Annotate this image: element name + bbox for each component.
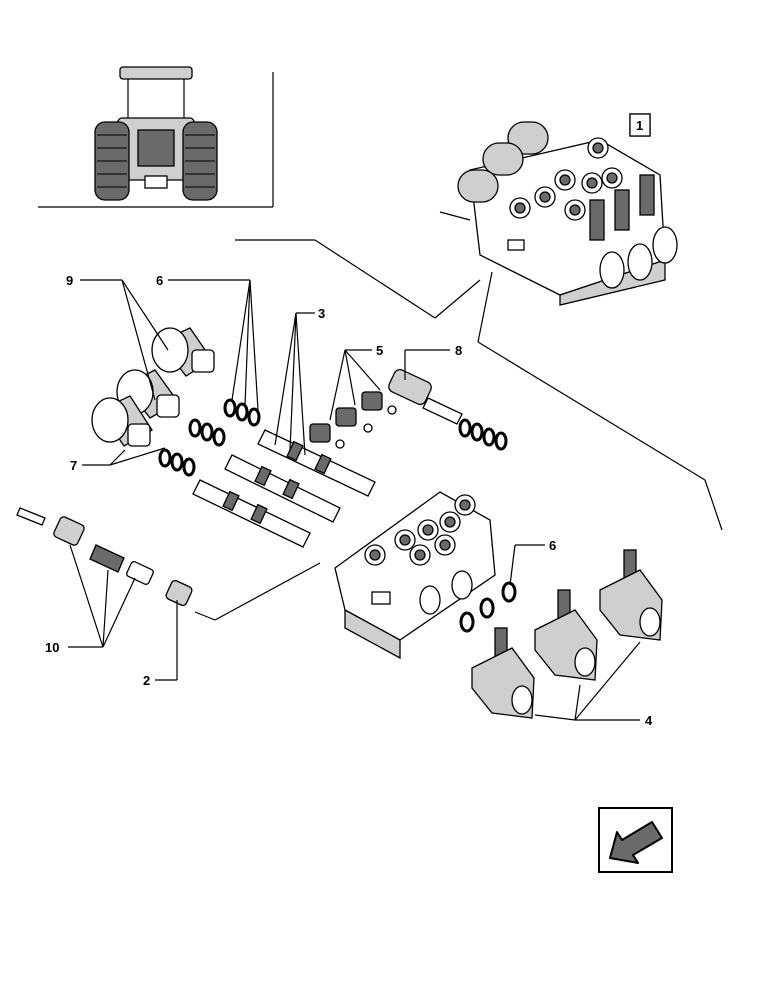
callout-3: 3 <box>318 306 325 321</box>
spool-group <box>192 429 376 548</box>
leader-lines <box>68 239 723 721</box>
o-ring-set <box>158 398 517 633</box>
callout-8: 8 <box>455 343 462 358</box>
callout-7: 7 <box>70 458 77 473</box>
callout-6-right: 6 <box>549 538 556 553</box>
callout-5: 5 <box>376 343 383 358</box>
lever-housing-group <box>471 549 663 719</box>
assembled-valve-illustration <box>439 113 678 306</box>
callout-10: 10 <box>45 640 59 655</box>
tractor-rear-view-icon <box>38 66 274 208</box>
callout-6-top: 6 <box>156 273 163 288</box>
callout-1: 1 <box>636 118 643 133</box>
callout-1-box <box>629 113 651 137</box>
callout-2: 2 <box>143 673 150 688</box>
callout-4: 4 <box>645 713 653 728</box>
callout-9: 9 <box>66 273 73 288</box>
check-valve-group <box>309 391 397 449</box>
relief-valve <box>388 368 463 425</box>
spool-cap-group <box>91 327 215 447</box>
pressure-adjuster <box>16 507 193 607</box>
arrow-down-left-icon[interactable] <box>598 807 673 873</box>
valve-body <box>334 491 496 660</box>
